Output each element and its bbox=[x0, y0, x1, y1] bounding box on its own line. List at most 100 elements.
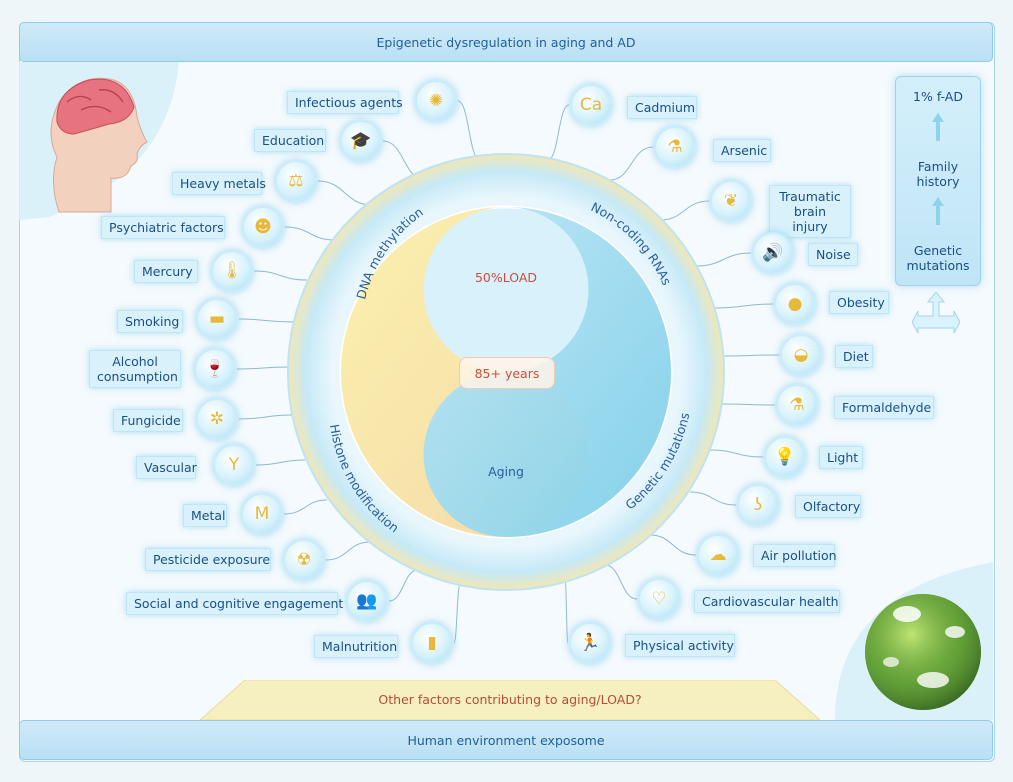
connector-line bbox=[604, 564, 638, 600]
exposome-banner: Human environment exposome bbox=[19, 720, 993, 760]
connector-line bbox=[547, 104, 570, 161]
factor-label: Fungicide bbox=[113, 409, 183, 432]
earth-globe-illustration bbox=[835, 562, 993, 720]
factor-label: Education bbox=[254, 129, 326, 152]
three-way-arrow-icon bbox=[912, 292, 960, 334]
up-arrow-icon bbox=[932, 197, 944, 225]
connector-line bbox=[695, 252, 752, 267]
virus-icon: ✺ bbox=[415, 80, 457, 122]
connector-line bbox=[709, 449, 764, 458]
factor-label: Arsenic bbox=[713, 139, 771, 162]
nose-icon: ʖ bbox=[737, 484, 779, 526]
family-history-label: Family history bbox=[916, 159, 960, 189]
people-group-icon: 👥 bbox=[346, 580, 388, 622]
factor-label: Metal bbox=[183, 504, 227, 527]
title-banner: Epigenetic dysregulation in aging and AD bbox=[19, 22, 993, 62]
factor-label: Pesticide exposure bbox=[145, 548, 271, 571]
flask-icon: ⚗ bbox=[654, 126, 696, 168]
icon-glyph: 🏃 bbox=[579, 633, 601, 653]
connector-line bbox=[253, 270, 308, 281]
icon-glyph: 💡 bbox=[774, 447, 796, 467]
polluted-cloud-icon: ☁ bbox=[697, 534, 739, 576]
factor-label: Formaldehyde bbox=[834, 396, 934, 419]
genetic-mutations-label: Genetic mutations bbox=[906, 243, 970, 273]
connector-line bbox=[714, 303, 774, 309]
icon-glyph: ☁ bbox=[709, 545, 727, 565]
factor-label: Smoking bbox=[117, 310, 183, 333]
wine-bottle-icon: 🍷 bbox=[194, 348, 236, 390]
icon-glyph: ⚖ bbox=[288, 171, 304, 191]
icon-glyph: 🍷 bbox=[204, 359, 226, 379]
connector-line bbox=[721, 354, 780, 357]
factor-label: Cadmium bbox=[627, 96, 697, 119]
center-bottom-label: Aging bbox=[488, 464, 524, 479]
graduation-cap-icon: 🎓 bbox=[340, 120, 382, 162]
icon-glyph: ▮ bbox=[427, 633, 437, 653]
icon-glyph: 👥 bbox=[356, 591, 378, 611]
connector-line bbox=[659, 200, 710, 221]
factor-label: Alcohol consumption bbox=[89, 350, 181, 388]
icon-glyph: ● bbox=[787, 294, 803, 314]
factor-label: Cardiovascular health bbox=[694, 590, 840, 613]
center-age-text: 85+ years bbox=[474, 365, 540, 381]
factor-label: Heavy metals bbox=[172, 172, 266, 195]
icon-glyph: M bbox=[254, 504, 270, 524]
connector-line bbox=[236, 366, 290, 370]
pesticide-can-icon: ☢ bbox=[283, 539, 325, 581]
icon-glyph: ⚗ bbox=[789, 395, 805, 415]
human-head-illustration bbox=[19, 62, 179, 220]
blood-vessel-icon: Y bbox=[213, 444, 255, 486]
connector-line bbox=[609, 146, 654, 181]
other-factors-question: Other factors contributing to aging/LOAD… bbox=[378, 692, 642, 707]
factor-label: Noise bbox=[808, 243, 858, 266]
factor-label: Malnutrition bbox=[314, 635, 398, 658]
connector-line bbox=[721, 403, 776, 406]
icon-glyph: ʖ bbox=[753, 495, 763, 515]
connector-line bbox=[689, 491, 737, 506]
factor-label: Olfactory bbox=[795, 495, 861, 518]
spray-bottle-icon: ✲ bbox=[196, 398, 238, 440]
factor-label: Psychiatric factors bbox=[101, 216, 225, 239]
light-bulb-icon: 💡 bbox=[764, 436, 806, 478]
food-bowl-icon: ◒ bbox=[780, 334, 822, 376]
speaker-icon: 🔊 bbox=[752, 232, 794, 274]
factor-label: Light bbox=[819, 446, 863, 469]
factor-label: Traumatic brain injury bbox=[769, 185, 851, 238]
center-age-badge: 85+ years bbox=[459, 357, 555, 389]
connector-line bbox=[317, 180, 373, 206]
thermometer-icon: 🌡 bbox=[211, 250, 253, 292]
icon-glyph: ▬ bbox=[208, 309, 226, 329]
connector-line bbox=[284, 226, 336, 241]
factor-label: Physical activity bbox=[625, 634, 735, 657]
factor-label: Social and cognitive engagement bbox=[126, 592, 343, 615]
running-person-icon: 🏃 bbox=[569, 622, 611, 664]
milk-carton-icon: ▮ bbox=[411, 622, 453, 664]
page-title: Epigenetic dysregulation in aging and AD bbox=[376, 34, 636, 50]
connector-line bbox=[564, 579, 569, 644]
connector-line bbox=[255, 459, 306, 466]
icon-glyph: ⚗ bbox=[667, 137, 683, 157]
brain-head-icon: ☻ bbox=[242, 206, 284, 248]
exposome-label: Human environment exposome bbox=[407, 732, 605, 748]
beaker-icon: ⚗ bbox=[776, 384, 818, 426]
obese-person-icon: ● bbox=[774, 283, 816, 325]
cadmium-element-icon: Ca bbox=[570, 84, 612, 126]
familial-ad-panel: 1% f-AD Family history Genetic mutations bbox=[895, 76, 981, 286]
connector-line bbox=[457, 100, 481, 161]
icon-glyph: ☻ bbox=[254, 217, 272, 237]
other-factors-band bbox=[200, 680, 820, 720]
icon-glyph: ◒ bbox=[793, 345, 809, 365]
connector-line bbox=[649, 534, 697, 556]
center-top-label: 50%LOAD bbox=[474, 270, 538, 285]
up-arrow-icon bbox=[932, 113, 944, 141]
connector-line bbox=[388, 569, 419, 602]
icon-glyph: Ca bbox=[579, 95, 603, 115]
icon-glyph: ✺ bbox=[428, 91, 444, 111]
factor-label: Infectious agents bbox=[287, 91, 403, 114]
connector-line bbox=[238, 414, 293, 420]
icon-glyph: ♡ bbox=[651, 589, 667, 609]
icon-glyph: ❦ bbox=[723, 191, 739, 211]
factor-label: Obesity bbox=[829, 291, 889, 314]
connector-line bbox=[283, 499, 328, 515]
icon-glyph: ☢ bbox=[296, 550, 312, 570]
